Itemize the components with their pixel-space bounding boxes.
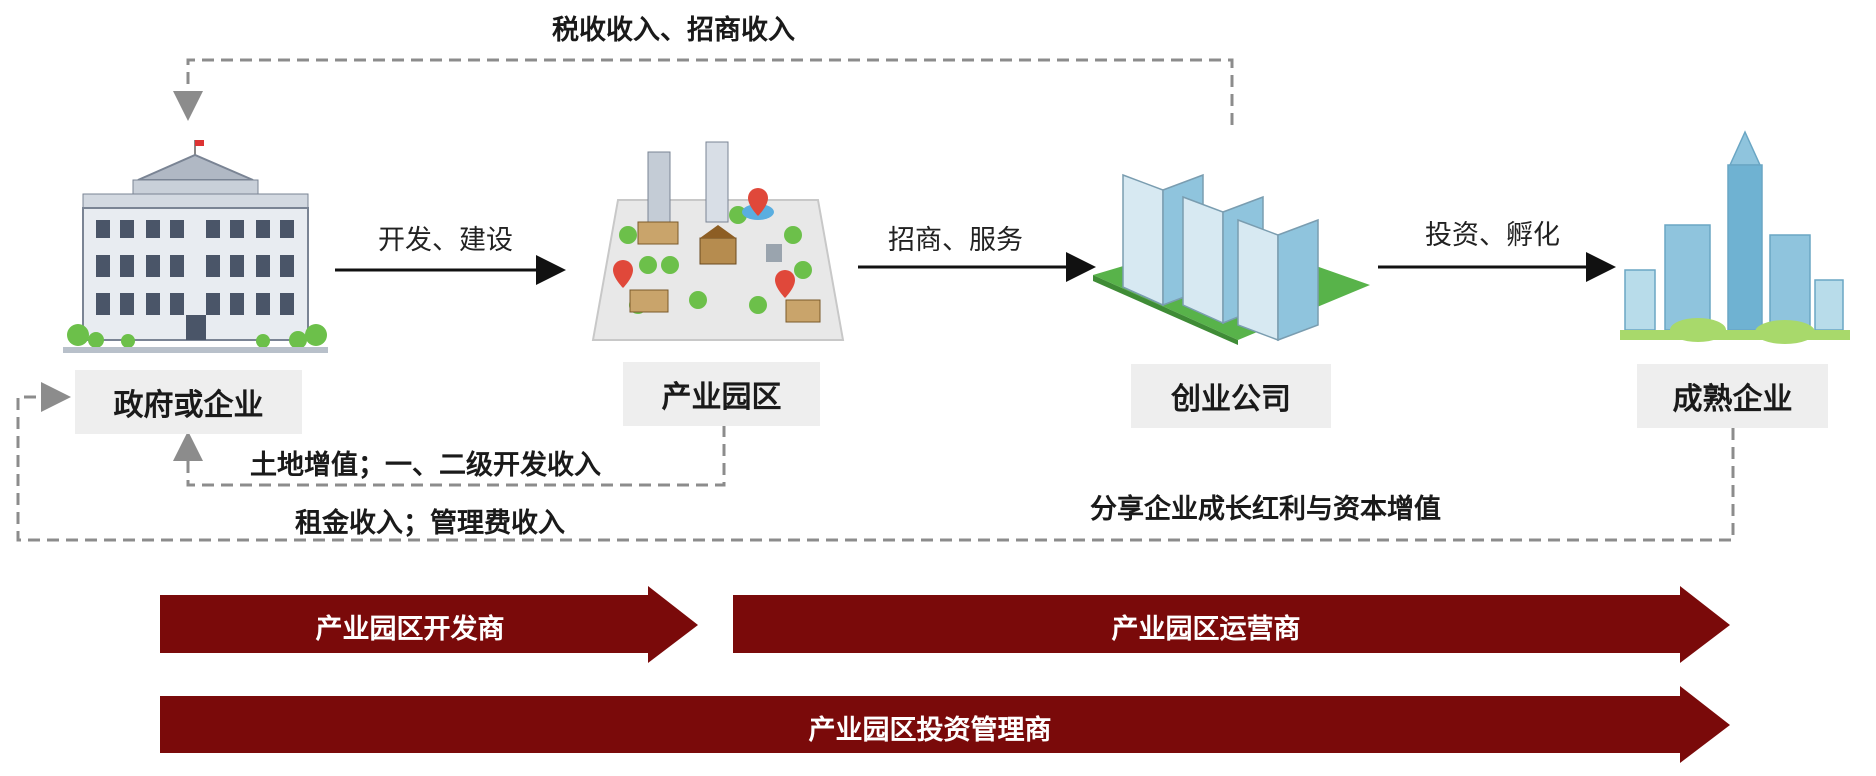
node-gov-label: 政府或企业 — [75, 370, 302, 434]
return-loop-share — [16, 382, 1735, 542]
return-loop-land — [173, 425, 726, 487]
industrial-park-icon — [591, 141, 845, 341]
flow-label-develop-build: 开发、建设 — [378, 225, 513, 256]
role-band-operator — [733, 586, 1730, 663]
flow-label-invest-service: 招商、服务 — [888, 225, 1023, 256]
role-band-investor — [160, 686, 1730, 763]
role-label-investor: 产业园区投资管理商 — [808, 715, 1052, 746]
return-label-share: 分享企业成长红利与资本增值 — [1090, 494, 1441, 525]
return-label-rent: 租金收入；管理费收入 — [295, 508, 565, 539]
role-label-developer: 产业园区开发商 — [315, 614, 505, 645]
startup-office-icon — [1093, 173, 1370, 345]
return-loop-tax — [173, 58, 1234, 125]
node-park-label: 产业园区 — [623, 362, 820, 426]
role-band-developer — [160, 586, 698, 663]
return-label-tax: 税收收入、招商收入 — [552, 15, 795, 46]
return-label-land: 土地增值；一、二级开发收入 — [250, 450, 601, 481]
node-mature-label: 成熟企业 — [1637, 364, 1828, 428]
flow-label-invest-incubate: 投资、孵化 — [1425, 220, 1560, 251]
role-label-operator: 产业园区运营商 — [1111, 614, 1301, 645]
government-building-icon — [63, 140, 328, 353]
node-startup-label: 创业公司 — [1131, 364, 1331, 428]
mature-enterprise-icon — [1620, 130, 1850, 344]
